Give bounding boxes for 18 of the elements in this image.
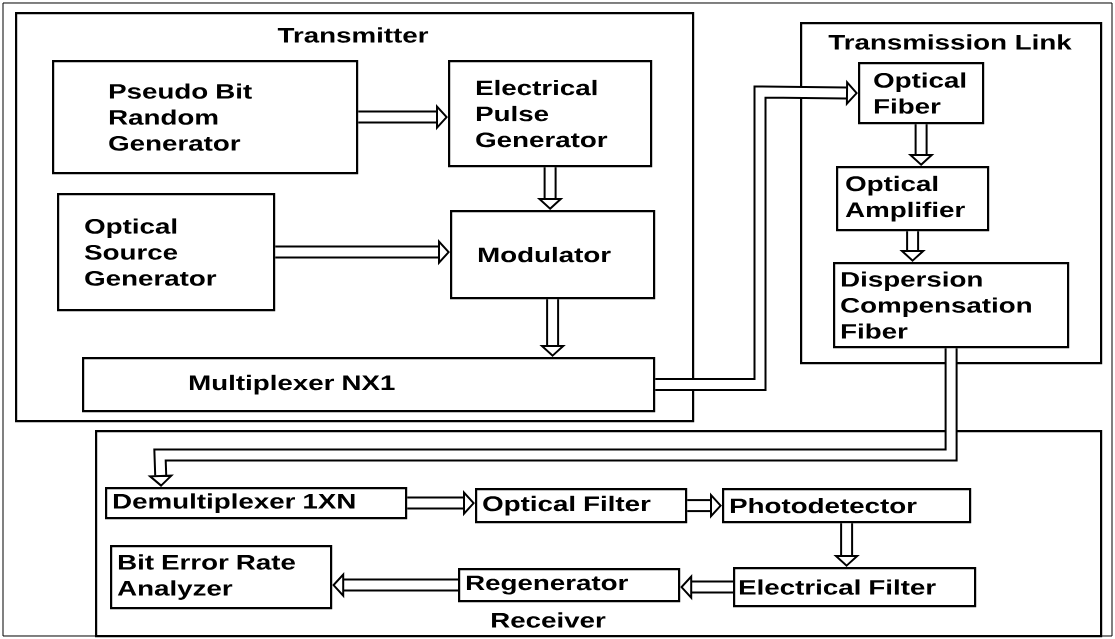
- hollow-arrow: [655, 79, 858, 392]
- block-box: Electrical Filter: [733, 567, 977, 608]
- section-title: Receiver: [492, 612, 606, 628]
- block-box: Optical Amplifier: [836, 166, 990, 232]
- block-box: Modulator: [450, 210, 656, 300]
- block-box: Bit Error Rate Analyzer: [110, 545, 333, 610]
- block-box: Dispersion Compensation Fiber: [833, 262, 1070, 349]
- block-box: Multiplexer NX1: [82, 357, 656, 413]
- section-title: Transmitter: [277, 27, 429, 43]
- block-box: Electrical Pulse Generator: [448, 60, 653, 168]
- block-box: Optical Source Generator: [57, 193, 276, 312]
- block-box: Photodetector: [722, 488, 972, 524]
- block-box: Regenerator: [458, 568, 681, 603]
- block-box: Optical Filter: [475, 488, 688, 524]
- block-box: Demultiplexer 1XN: [105, 487, 408, 520]
- block-box: Optical Fiber: [858, 62, 985, 125]
- block-box: Pseudo Bit Random Generator: [52, 60, 359, 175]
- section-title: Transmission Link: [828, 34, 1072, 50]
